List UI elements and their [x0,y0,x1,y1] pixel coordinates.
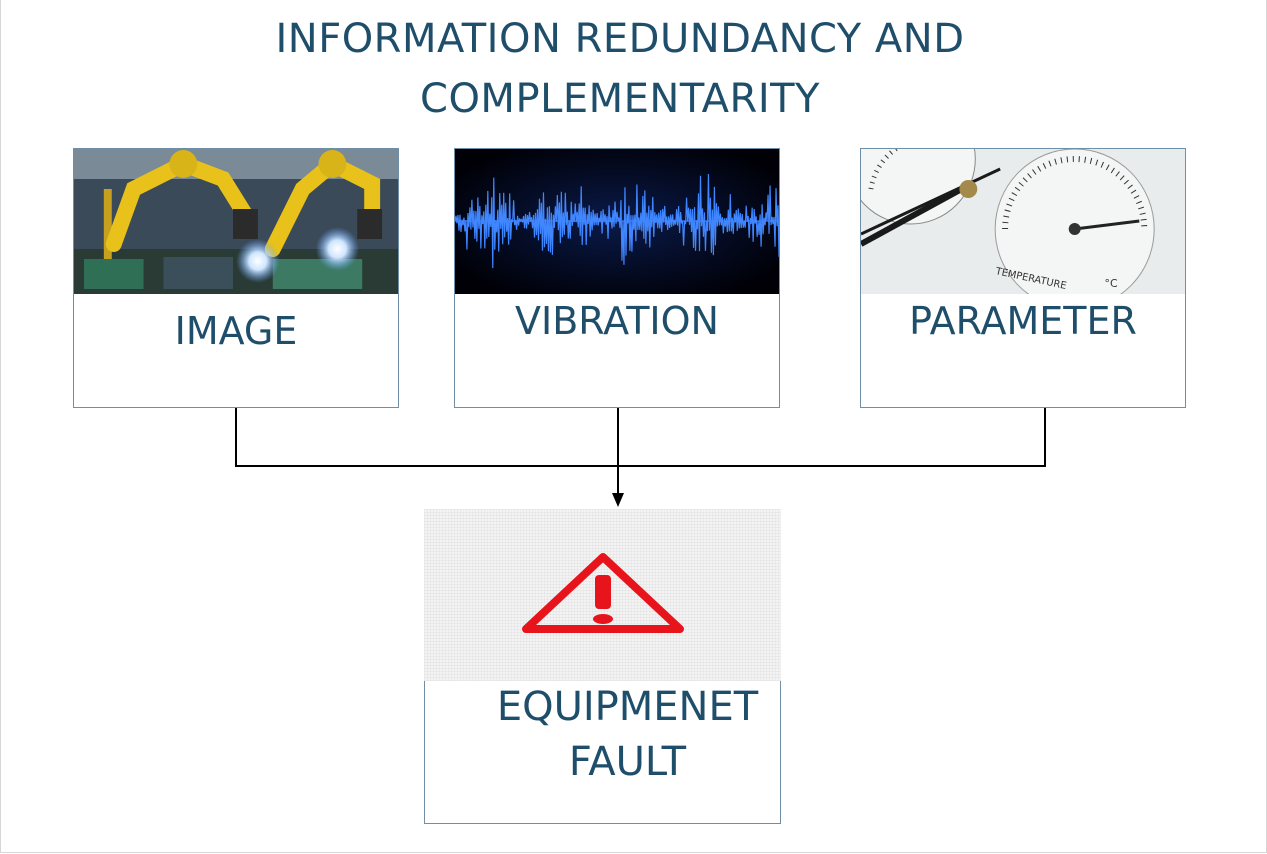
fault-label-box [424,681,781,824]
fault-label-line2: FAULT [568,739,687,785]
vibration-source-card: VIBRATION [454,148,780,408]
diagram-title-line2: COMPLEMENTARITY [420,76,820,122]
fault-label-line1: EQUIPMENET [496,684,759,730]
parameter-label: PARAMETER [909,299,1137,343]
image-source-card: IMAGE [73,148,399,408]
fault-icon-background [424,509,781,681]
diagram-title-line1: INFORMATION REDUNDANCY AND [275,16,965,62]
parameter-source-card: TEMPERATURE °C PARAMETER [860,148,1186,408]
thermometer-hygrometer-gauge-icon: TEMPERATURE °C [861,149,1185,294]
gauge-unit-text: °C [1104,277,1117,290]
equipment-fault-card: EQUIPMENET FAULT [424,509,781,824]
warning-triangle-icon [522,553,684,633]
image-label: IMAGE [174,309,298,353]
welding-robots-photo-icon [74,149,398,294]
vibration-label: VIBRATION [515,299,719,343]
connector-image [235,408,1046,467]
connector-arrowhead [612,493,624,507]
vibration-waveform-icon [455,149,779,294]
